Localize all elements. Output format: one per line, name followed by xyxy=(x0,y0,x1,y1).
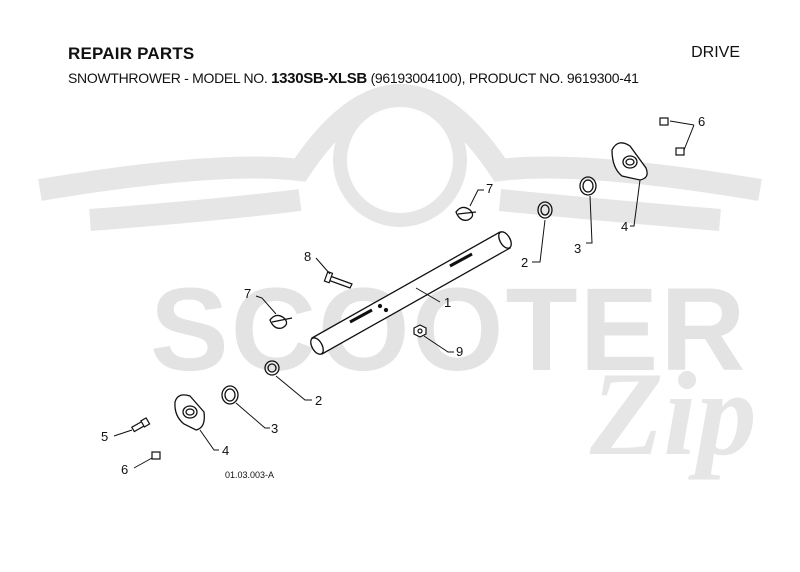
callout-1: 1 xyxy=(444,295,451,310)
callout-8: 8 xyxy=(304,249,311,264)
leader-shaft xyxy=(415,287,441,303)
leader-ring-top xyxy=(532,219,546,263)
part-ring-bottom xyxy=(264,360,280,376)
part-bolt xyxy=(130,417,151,433)
leader-clip-top xyxy=(469,189,484,207)
leader-ring-bottom xyxy=(275,375,312,401)
part-washer-bottom xyxy=(221,385,239,405)
leader-washer-bottom xyxy=(235,402,270,429)
leader-nut-bottom xyxy=(133,457,153,469)
part-clip-top xyxy=(455,206,477,221)
leader-nut-top xyxy=(669,120,695,151)
callout-7-left: 7 xyxy=(244,286,251,301)
part-pin xyxy=(323,270,353,289)
part-bearing-bottom xyxy=(174,394,205,431)
callout-3-bottom: 3 xyxy=(271,421,278,436)
part-ring-top xyxy=(537,201,553,219)
callout-5: 5 xyxy=(101,429,108,444)
callout-9: 9 xyxy=(456,344,463,359)
leader-bearing-bottom xyxy=(199,429,219,451)
section-name: DRIVE xyxy=(691,44,740,61)
leader-washer-top xyxy=(586,195,593,244)
leader-clip-left xyxy=(255,295,277,315)
part-nut-top xyxy=(659,117,685,156)
callout-6-bottom: 6 xyxy=(121,462,128,477)
model-number: 1330SB-XLSB xyxy=(271,70,367,87)
figure-reference: 01.03.003-A xyxy=(225,470,274,480)
watermark-script: Zip xyxy=(590,347,757,480)
leader-bearing-top xyxy=(630,179,641,227)
subtitle-prefix: SNOWTHROWER - MODEL NO. xyxy=(68,70,272,86)
leader-bolt xyxy=(113,429,133,437)
part-nut-bottom xyxy=(151,451,161,460)
callout-6-top: 6 xyxy=(698,114,705,129)
callout-2-top: 2 xyxy=(521,255,528,270)
callout-4-bottom: 4 xyxy=(222,443,229,458)
watermark-emblem xyxy=(38,84,762,231)
part-hex-nut xyxy=(413,324,427,338)
leader-pin xyxy=(315,257,331,275)
callout-2-bottom: 2 xyxy=(315,393,322,408)
part-clip-left xyxy=(269,314,293,329)
page-subtitle: SNOWTHROWER - MODEL NO. 1330SB-XLSB (961… xyxy=(68,70,639,87)
part-shaft xyxy=(310,231,512,355)
callout-3-top: 3 xyxy=(574,241,581,256)
callout-7-top: 7 xyxy=(486,181,493,196)
leader-hex-nut xyxy=(423,335,454,353)
part-bearing-top xyxy=(611,142,648,181)
page-title: REPAIR PARTS xyxy=(68,44,195,63)
subtitle-suffix: (96193004100), PRODUCT NO. 9619300-41 xyxy=(366,70,639,86)
callout-4-top: 4 xyxy=(621,219,628,234)
watermark-brand: SCOOTER xyxy=(150,264,748,396)
part-washer-top xyxy=(579,176,597,196)
